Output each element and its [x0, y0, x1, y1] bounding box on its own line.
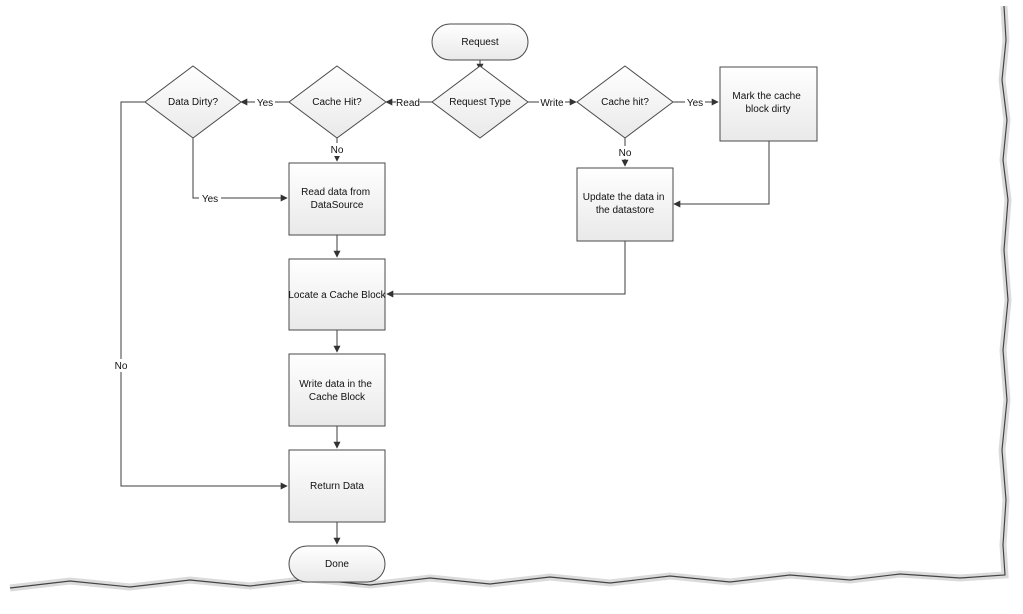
node-read-datasource-line2: DataSource: [311, 200, 364, 211]
edge-label-no-read-hit: No: [331, 145, 344, 156]
svg-text:Cache hit?: Cache hit?: [601, 97, 649, 108]
node-read-datasource: Read data from DataSource: [288, 162, 386, 236]
edge-label-yes-write-hit: Yes: [687, 98, 703, 109]
node-update-datastore-line1: Update the data in: [583, 192, 665, 203]
svg-text:Done: Done: [325, 559, 349, 570]
node-request: Request: [431, 23, 529, 61]
edge-label-yes-read-hit: Yes: [257, 98, 273, 109]
svg-text:Mark the cache block d: Mark the cache block dirty: [732, 91, 803, 115]
node-done: Done: [288, 545, 386, 583]
node-data-dirty: Data Dirty?: [144, 65, 242, 139]
edge-update-to-locate: [386, 241, 626, 298]
svg-text:Request Type: Request Type: [449, 97, 511, 108]
svg-text:Request: Request: [461, 37, 498, 48]
node-mark-dirty-line1: Mark the cache: [732, 91, 801, 102]
node-update-datastore-line2: the datastore: [596, 205, 655, 216]
node-update-datastore: Update the data in the datastore: [576, 167, 674, 242]
edge-labels: Read Write Yes No Yes No No Yes: [112, 95, 705, 372]
edge-label-yes-dirty: Yes: [202, 194, 218, 205]
svg-text:Update the data in the: Update the data in the datastore: [583, 192, 668, 216]
node-request-label: Request: [461, 37, 498, 48]
edge-dirty-no-to-return: [120, 101, 288, 490]
node-return-data-label: Return Data: [310, 481, 364, 492]
edges: [120, 60, 770, 545]
node-locate-block: Locate a Cache Block: [288, 258, 387, 331]
node-cache-hit-read: Cache Hit?: [288, 65, 387, 139]
node-request-type-label: Request Type: [449, 97, 511, 108]
svg-text:Cache Hit?: Cache Hit?: [312, 97, 362, 108]
edge-dirty-yes-to-read: [192, 138, 288, 202]
node-return-data: Return Data: [288, 449, 386, 523]
svg-text:Data Dirty?: Data Dirty?: [168, 97, 218, 108]
edge-label-no-dirty: No: [115, 361, 128, 372]
svg-text:Locate a Cache Block: Locate a Cache Block: [288, 290, 386, 301]
svg-text:Return Data: Return Data: [310, 481, 364, 492]
edge-label-read: Read: [396, 98, 420, 109]
svg-text:Write data in the Cach: Write data in the Cache Block: [299, 379, 374, 403]
node-cache-hit-read-label: Cache Hit?: [312, 97, 362, 108]
node-done-label: Done: [325, 559, 349, 570]
node-write-block-line2: Cache Block: [309, 392, 366, 403]
node-data-dirty-label: Data Dirty?: [168, 97, 218, 108]
node-locate-block-label: Locate a Cache Block: [288, 290, 386, 301]
node-write-block: Write data in the Cache Block: [288, 353, 386, 427]
svg-text:Read data from DataSou: Read data from DataSource: [301, 187, 373, 211]
edge-label-no-write-hit: No: [619, 148, 632, 159]
node-read-datasource-line1: Read data from: [301, 187, 370, 198]
nodes: Request Request Type Cache Hit? Data Dir…: [144, 23, 818, 583]
node-mark-dirty-line2: block dirty: [745, 104, 790, 115]
node-request-type: Request Type: [431, 65, 529, 139]
edge-mark-to-update: [673, 141, 770, 208]
node-mark-dirty: Mark the cache block dirty: [719, 66, 818, 142]
node-cache-hit-write: Cache hit?: [576, 65, 674, 139]
node-cache-hit-write-label: Cache hit?: [601, 97, 649, 108]
edge-label-write: Write: [540, 98, 564, 109]
node-write-block-line1: Write data in the: [299, 379, 372, 390]
